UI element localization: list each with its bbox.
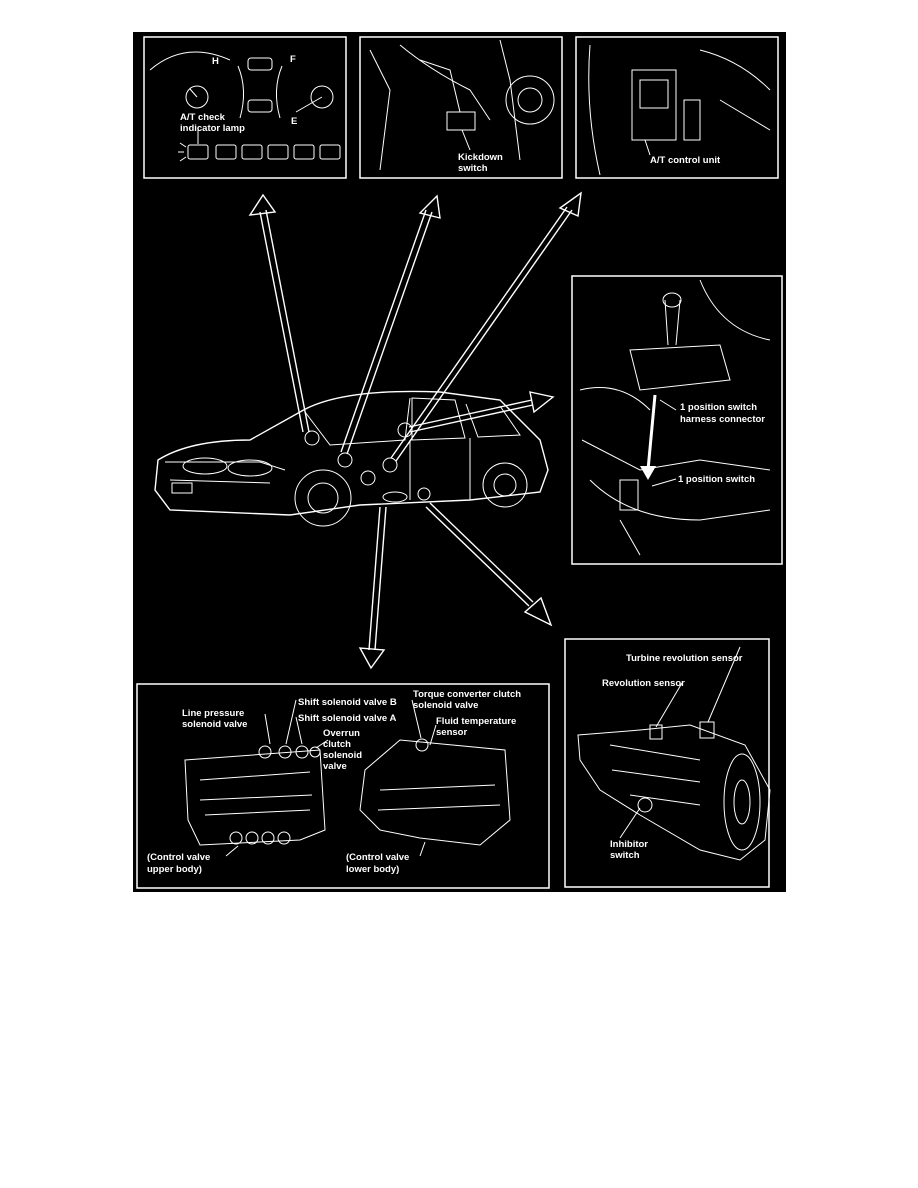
panel-dashboard: H F E A/T check indicator lamp	[143, 36, 347, 179]
control-valve-lower-body-label: (Control valve lower body)	[346, 852, 412, 875]
control-valve-upper-body-label: (Control valve upper body)	[147, 852, 213, 875]
panel-control-unit: A/T control unit	[575, 36, 779, 179]
overrun-clutch-valve-label: Overrun clutch solenoid valve	[323, 728, 365, 772]
at-control-unit-label: A/T control unit	[650, 155, 721, 166]
at-check-lamp-label: A/T check indicator lamp	[180, 112, 245, 134]
gauge-e-label: E	[291, 116, 297, 127]
arrow-to-kickdown	[340, 194, 441, 455]
panel-kickdown-switch: Kickdown switch	[359, 36, 563, 179]
panel-transmission: Turbine revolution sensor Revolution sen…	[564, 638, 771, 888]
arrow-to-dashboard	[248, 193, 310, 433]
kickdown-switch-label: Kickdown switch	[458, 152, 506, 174]
torque-converter-valve-label: Torque converter clutch solenoid valve	[413, 689, 524, 711]
shift-valve-b-label: Shift solenoid valve B	[298, 697, 397, 708]
position-switch-connector-label: 1 position switch harness connector	[680, 402, 765, 425]
arrow-to-valves	[358, 506, 387, 670]
arrow-to-control-unit	[390, 191, 582, 462]
arrow-to-position-switch	[408, 391, 555, 433]
pointer-arrows	[248, 191, 582, 670]
shift-valve-a-label: Shift solenoid valve A	[298, 713, 397, 724]
turbine-revolution-sensor-label: Turbine revolution sensor	[626, 653, 743, 664]
arrow-to-transmission	[425, 502, 553, 627]
inhibitor-switch-label: Inhibitor switch	[610, 839, 651, 861]
panel-control-valves: Line pressure solenoid valve Shift solen…	[136, 683, 550, 889]
gauge-f-label: F	[290, 54, 296, 65]
revolution-sensor-label: Revolution sensor	[602, 678, 685, 689]
gauge-h-label: H	[212, 56, 219, 67]
position-switch-label: 1 position switch	[678, 474, 755, 485]
panel-position-switch: 1 position switch harness connector 1 po…	[571, 275, 783, 565]
car-illustration	[154, 390, 549, 527]
line-pressure-valve-label: Line pressure solenoid valve	[182, 708, 247, 730]
fluid-temperature-sensor-label: Fluid temperature sensor	[436, 716, 519, 738]
